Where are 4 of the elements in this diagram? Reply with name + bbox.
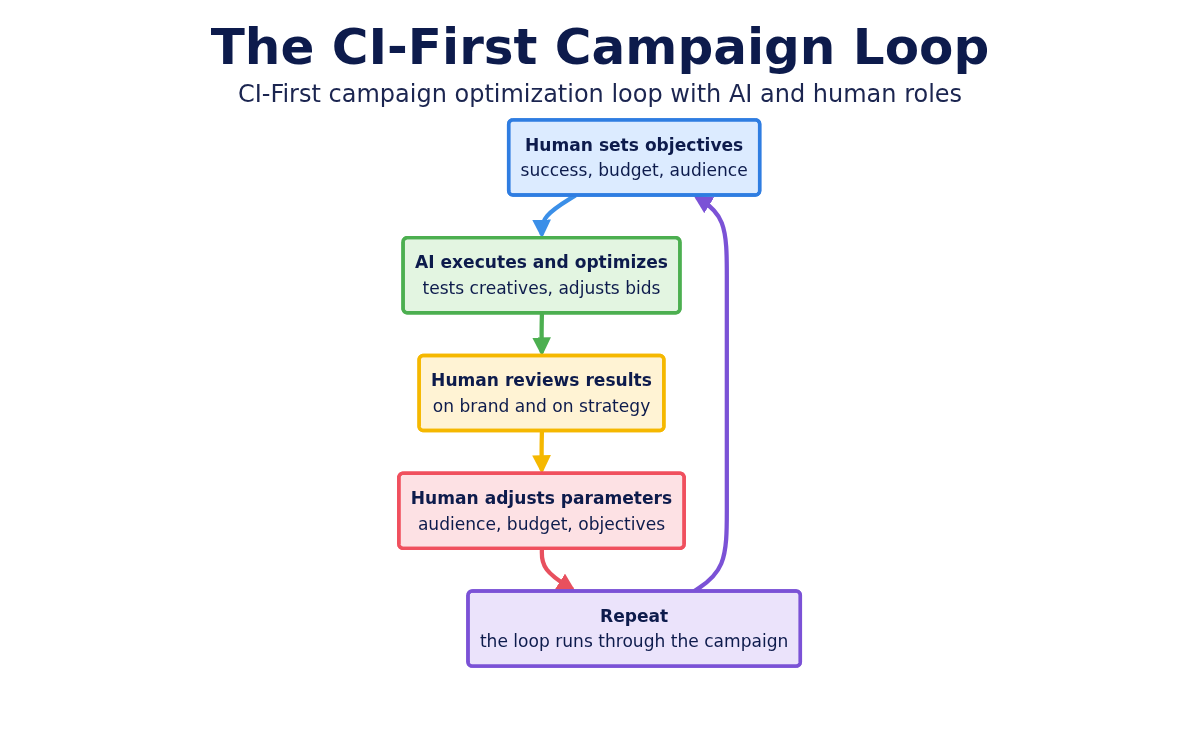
subtitle: CI-First campaign optimization loop with AI and human roles — [236, 80, 964, 108]
title: The CI-First Campaign Loop — [209, 18, 991, 76]
arrow — [540, 548, 577, 592]
arrow — [532, 430, 552, 474]
